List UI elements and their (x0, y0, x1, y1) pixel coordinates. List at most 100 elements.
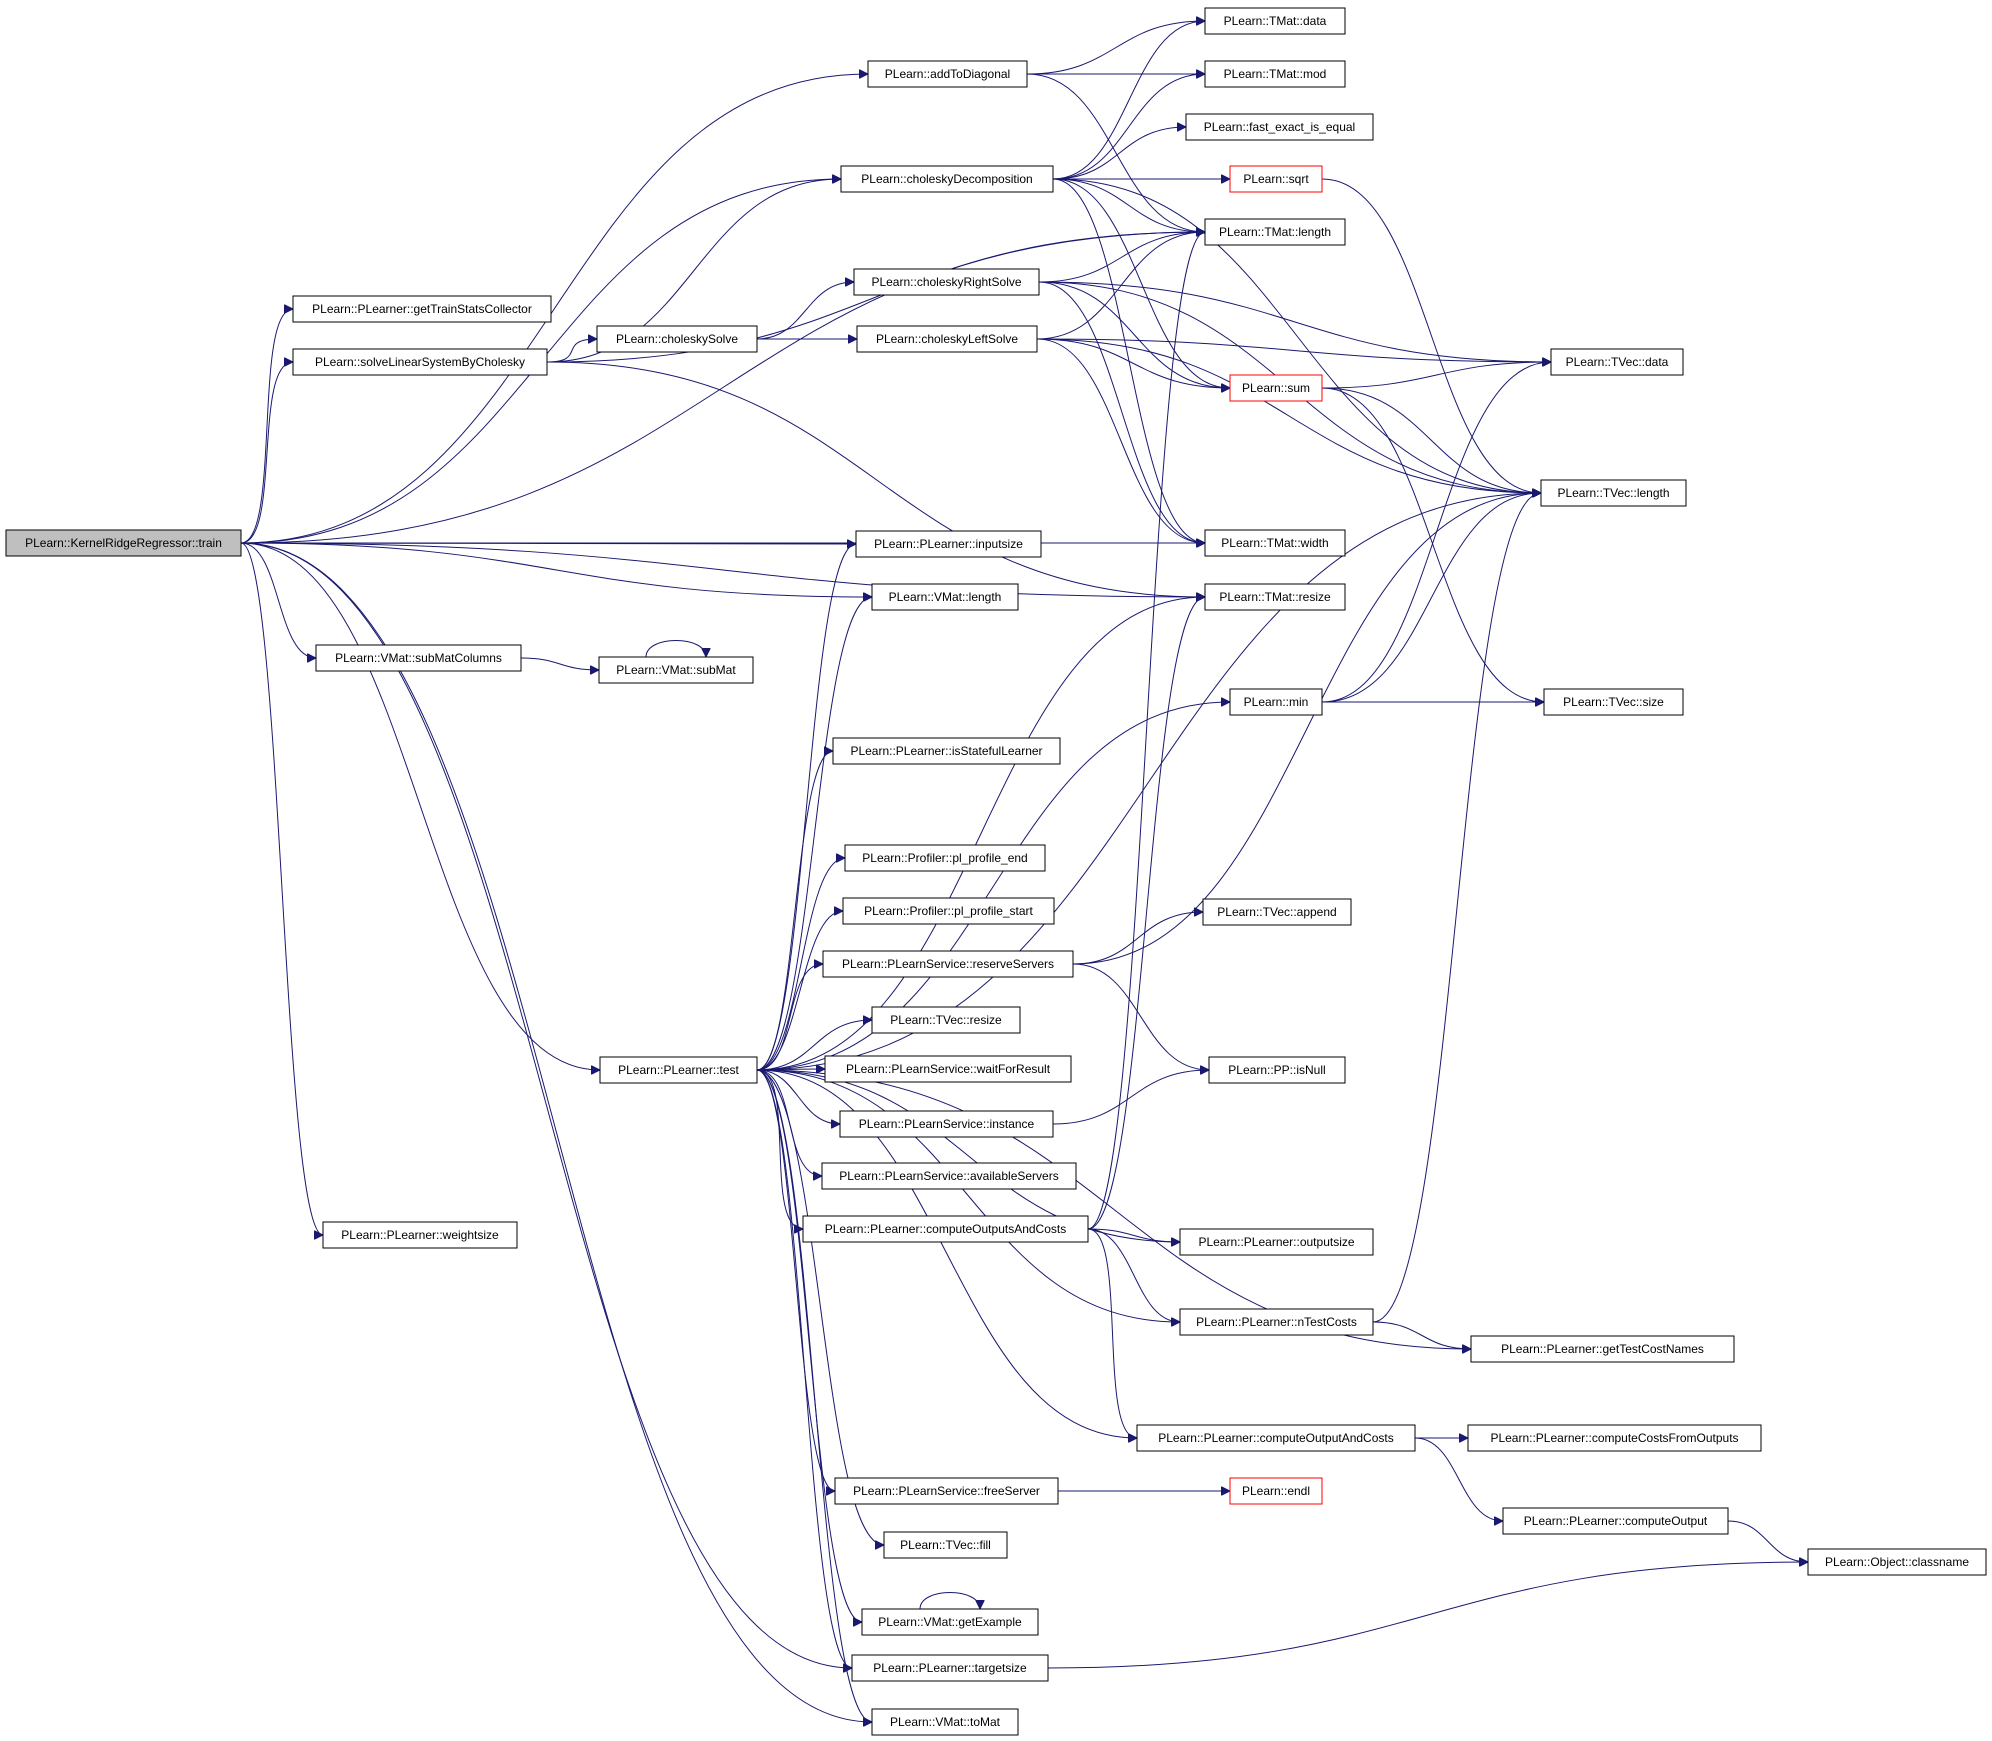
node-addtodiagonal[interactable]: PLearn::addToDiagonal (867, 60, 1028, 88)
edge-choldec-to-fast-exact (1052, 127, 1186, 180)
node-computeoutput[interactable]: PLearn::PLearner::computeOutput (1502, 1507, 1729, 1535)
node-label: PLearn::PLearner::computeOutputAndCosts (1158, 1431, 1393, 1445)
node-box (839, 1110, 1054, 1138)
edge-choldec-to-tmat-length (1052, 178, 1205, 232)
node-submatcolumns[interactable]: PLearn::VMat::subMatColumns (315, 644, 522, 672)
node-choldec[interactable]: PLearn::choleskyDecomposition (840, 165, 1054, 193)
node-box (867, 60, 1028, 88)
node-label: PLearn::PLearner::targetsize (873, 1661, 1027, 1675)
node-submat[interactable]: PLearn::VMat::subMat (598, 656, 754, 684)
node-label: PLearn::TMat::resize (1219, 590, 1331, 604)
node-sum[interactable]: PLearn::sum (1229, 374, 1323, 402)
node-box (1204, 583, 1346, 611)
edge-test-to-isstateful (756, 751, 834, 1071)
node-label: PLearn::TVec::data (1566, 355, 1669, 369)
edge-min-to-tvec-length (1321, 493, 1541, 703)
edge-computeoutputsandcosts-to-ntestcosts (1087, 1228, 1180, 1322)
node-label: PLearn::PLearnService::waitForResult (846, 1062, 1051, 1076)
edge-cholleft-to-tmat-width (1036, 338, 1205, 543)
node-box (871, 1006, 1021, 1034)
node-ntestcosts[interactable]: PLearn::PLearner::nTestCosts (1179, 1308, 1374, 1336)
node-fast-exact[interactable]: PLearn::fast_exact_is_equal (1185, 113, 1374, 141)
node-label: PLearn::PLearner::computeOutputsAndCosts (825, 1222, 1066, 1236)
node-outputsize[interactable]: PLearn::PLearner::outputsize (1179, 1228, 1374, 1256)
node-tomat[interactable]: PLearn::VMat::toMat (871, 1708, 1019, 1736)
node-box (1229, 374, 1323, 402)
node-box (840, 165, 1054, 193)
node-box (821, 1162, 1077, 1190)
edge-sum-to-tvec-length (1321, 387, 1541, 493)
node-gettestcostnames[interactable]: PLearn::PLearner::getTestCostNames (1470, 1335, 1735, 1363)
node-label: PLearn::PLearner::getTrainStatsCollector (312, 302, 532, 316)
edge-train-to-addtodiagonal (240, 74, 868, 544)
node-tvec-fill[interactable]: PLearn::TVec::fill (883, 1531, 1008, 1559)
node-tmat-length[interactable]: PLearn::TMat::length (1204, 218, 1346, 246)
node-label: PLearn::VMat::length (889, 590, 1002, 604)
node-reserveservers[interactable]: PLearn::PLearnService::reserveServers (822, 950, 1074, 978)
node-isstateful[interactable]: PLearn::PLearner::isStatefulLearner (832, 737, 1061, 765)
edge-choldec-to-tmat-mod (1052, 74, 1205, 180)
node-tvec-size[interactable]: PLearn::TVec::size (1543, 688, 1684, 716)
node-label: PLearn::PLearner::isStatefulLearner (850, 744, 1042, 758)
node-targetsize[interactable]: PLearn::PLearner::targetsize (851, 1654, 1049, 1682)
node-tvec-length[interactable]: PLearn::TVec::length (1540, 479, 1687, 507)
node-box (871, 583, 1019, 611)
node-profstart[interactable]: PLearn::Profiler::pl_profile_start (842, 897, 1055, 925)
node-test[interactable]: PLearn::PLearner::test (599, 1056, 758, 1084)
node-tmat-width[interactable]: PLearn::TMat::width (1204, 529, 1346, 557)
node-tvec-append[interactable]: PLearn::TVec::append (1202, 898, 1352, 926)
node-box (844, 844, 1046, 872)
edge-train-to-vmat-length (240, 542, 872, 597)
node-computeoutputsandcosts[interactable]: PLearn::PLearner::computeOutputsAndCosts (802, 1215, 1089, 1243)
node-box (1208, 1056, 1346, 1084)
edge-cholsolve-to-cholright (756, 282, 854, 340)
node-label: PLearn::KernelRidgeRegressor::train (25, 536, 222, 550)
edge-solvelin-to-cholsolve (546, 339, 597, 363)
node-tvec-resize[interactable]: PLearn::TVec::resize (871, 1006, 1021, 1034)
node-label: PLearn::fast_exact_is_equal (1204, 120, 1355, 134)
node-weightsize[interactable]: PLearn::PLearner::weightsize (322, 1221, 518, 1249)
node-getexample[interactable]: PLearn::VMat::getExample (861, 1608, 1039, 1636)
node-classname[interactable]: PLearn::Object::classname (1807, 1548, 1987, 1576)
nodes-layer: PLearn::KernelRidgeRegressor::trainPLear… (5, 7, 1987, 1736)
edge-submatcolumns-to-submat (520, 657, 599, 670)
node-waitforresult[interactable]: PLearn::PLearnService::waitForResult (824, 1055, 1072, 1083)
edge-cholleft-to-tvec-length (1036, 338, 1541, 493)
node-box (1204, 529, 1346, 557)
node-isnull[interactable]: PLearn::PP::isNull (1208, 1056, 1346, 1084)
node-min[interactable]: PLearn::min (1229, 688, 1323, 716)
node-solvelin[interactable]: PLearn::solveLinearSystemByCholesky (292, 348, 548, 376)
node-instance[interactable]: PLearn::PLearnService::instance (839, 1110, 1054, 1138)
node-box (1179, 1308, 1374, 1336)
node-tvec-data[interactable]: PLearn::TVec::data (1550, 348, 1684, 376)
node-label: PLearn::solveLinearSystemByCholesky (315, 355, 525, 369)
node-tmat-resize[interactable]: PLearn::TMat::resize (1204, 583, 1346, 611)
node-vmat-length[interactable]: PLearn::VMat::length (871, 583, 1019, 611)
node-computeoutputandcosts[interactable]: PLearn::PLearner::computeOutputAndCosts (1136, 1424, 1416, 1452)
node-cholright[interactable]: PLearn::choleskyRightSolve (853, 268, 1040, 296)
edge-choldec-to-sum (1052, 178, 1230, 388)
edge-test-to-computeoutputandcosts (756, 1069, 1137, 1438)
node-tmat-mod[interactable]: PLearn::TMat::mod (1204, 60, 1346, 88)
node-gettrainstats[interactable]: PLearn::PLearner::getTrainStatsCollector (292, 295, 552, 323)
edge-solvelin-to-choldec (546, 179, 841, 363)
node-availservers[interactable]: PLearn::PLearnService::availableServers (821, 1162, 1077, 1190)
node-label: PLearn::PLearner::getTestCostNames (1501, 1342, 1704, 1356)
node-freeserver[interactable]: PLearn::PLearnService::freeServer (834, 1477, 1059, 1505)
node-cholsolve[interactable]: PLearn::choleskySolve (596, 325, 758, 353)
node-inputsize[interactable]: PLearn::PLearner::inputsize (855, 530, 1042, 558)
node-train[interactable]: PLearn::KernelRidgeRegressor::train (5, 529, 242, 557)
node-tmat-data[interactable]: PLearn::TMat::data (1204, 7, 1346, 35)
node-box (851, 1654, 1049, 1682)
node-endl[interactable]: PLearn::endl (1229, 1477, 1323, 1505)
node-box (853, 268, 1040, 296)
node-computecostsfromoutputs[interactable]: PLearn::PLearner::computeCostsFromOutput… (1467, 1424, 1762, 1452)
edge-test-to-targetsize (756, 1069, 853, 1668)
node-box (1185, 113, 1374, 141)
node-box (599, 1056, 758, 1084)
edge-reserveservers-to-tvec-length (1072, 493, 1541, 965)
node-profend[interactable]: PLearn::Profiler::pl_profile_end (844, 844, 1046, 872)
node-cholleft[interactable]: PLearn::choleskyLeftSolve (856, 325, 1038, 353)
node-label: PLearn::Profiler::pl_profile_end (862, 851, 1027, 865)
node-sqrt[interactable]: PLearn::sqrt (1229, 165, 1323, 193)
